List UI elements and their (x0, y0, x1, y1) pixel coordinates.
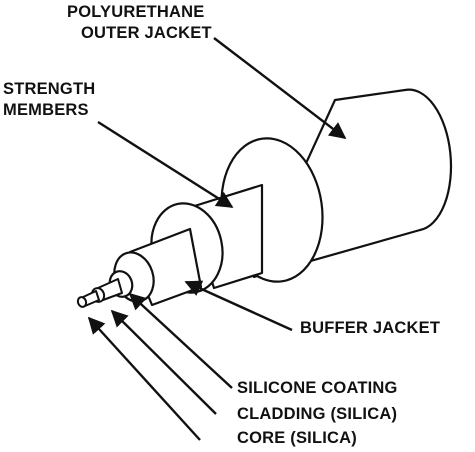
arrow-buffer-jacket (184, 280, 293, 332)
label-silicone-coating-text: SILICONE COATING (237, 379, 398, 397)
label-strength-members-line1: STRENGTH (3, 80, 96, 98)
label-silicone-coating: SILICONE COATING (237, 378, 398, 399)
core-layer (76, 290, 100, 308)
label-strength-members: STRENGTH MEMBERS (3, 79, 95, 121)
label-core: CORE (SILICA) (237, 428, 357, 449)
arrow-cladding (110, 309, 217, 415)
label-core-text: CORE (SILICA) (237, 429, 357, 447)
leader-arrows (87, 37, 347, 441)
arrow-silicone-coating (128, 292, 233, 389)
label-cladding-text: CLADDING (SILICA) (237, 405, 398, 423)
arrow-outer-jacket (213, 37, 347, 140)
label-outer-jacket-line2: OUTER JACKET (81, 24, 212, 42)
label-outer-jacket: POLYURETHANE OUTER JACKET (67, 2, 212, 44)
arrow-core (87, 316, 201, 441)
label-strength-members-line2: MEMBERS (3, 101, 89, 119)
label-buffer-jacket-text: BUFFER JACKET (300, 319, 441, 337)
label-cladding: CLADDING (SILICA) (237, 404, 397, 425)
label-outer-jacket-line1: POLYURETHANE (67, 3, 205, 21)
label-buffer-jacket: BUFFER JACKET (300, 318, 440, 339)
arrow-strength-members (97, 120, 234, 209)
